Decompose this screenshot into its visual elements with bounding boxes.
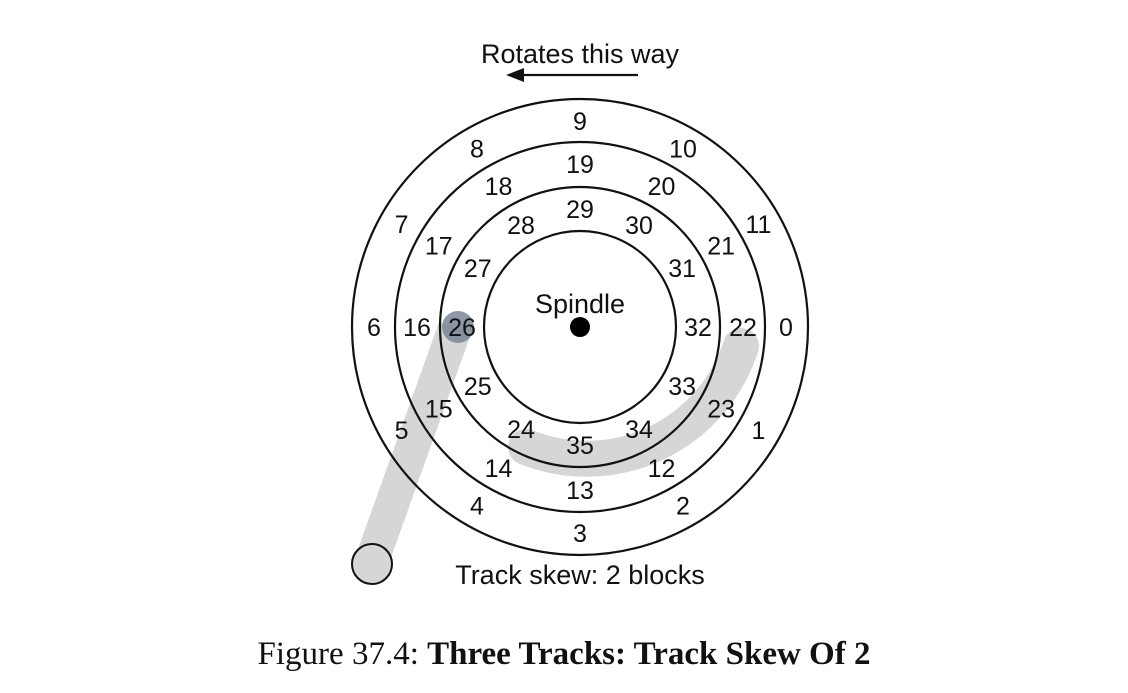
- sector-label: 21: [707, 233, 735, 261]
- figure-caption: Figure 37.4: Three Tracks: Track Skew Of…: [0, 636, 1128, 673]
- caption-title: Three Tracks: Track Skew Of 2: [427, 636, 871, 672]
- sector-label: 24: [507, 416, 535, 444]
- sector-label: 30: [625, 212, 653, 240]
- sector-label: 0: [779, 314, 793, 342]
- rotation-arrow-icon: [506, 68, 638, 82]
- track-outer-circle: [350, 97, 810, 557]
- skew-label: Track skew: 2 blocks: [455, 560, 705, 590]
- sector-label: 13: [566, 477, 594, 505]
- sector-label: 5: [395, 417, 409, 445]
- sector-label: 32: [684, 314, 712, 342]
- sector-label: 34: [625, 416, 653, 444]
- sector-label: 11: [745, 211, 771, 239]
- sector-label: 23: [707, 396, 735, 424]
- sector-label: 28: [507, 212, 535, 240]
- spindle-dot: [570, 317, 590, 337]
- sector-label: 9: [573, 108, 587, 136]
- sector-label: 33: [668, 373, 696, 401]
- sector-label: 29: [566, 196, 594, 224]
- track-inner-circle: [438, 185, 722, 469]
- sector-label: 25: [464, 373, 492, 401]
- sector-label: 19: [566, 151, 594, 179]
- sector-label: 18: [485, 173, 513, 201]
- sector-labels: 0123456789101122231213141516171819202132…: [367, 108, 793, 548]
- sector-label: 12: [648, 455, 676, 483]
- sector-label: 4: [470, 492, 484, 520]
- sector-label: 17: [425, 233, 453, 261]
- disk-head: [442, 311, 474, 343]
- sector-label: 35: [566, 432, 594, 460]
- sector-label: 14: [485, 455, 513, 483]
- track-middle-circle: [393, 140, 767, 514]
- sector-label: 2: [676, 492, 690, 520]
- sector-label: 7: [395, 211, 409, 239]
- arm-pivot: [351, 543, 393, 585]
- spindle-label: Spindle: [535, 289, 625, 319]
- caption-prefix: Figure 37.4:: [257, 636, 419, 672]
- sector-label: 15: [425, 396, 453, 424]
- skew-arc: [508, 328, 759, 477]
- sector-label: 10: [669, 136, 697, 164]
- sector-label: 6: [367, 314, 381, 342]
- sector-label: 1: [751, 417, 765, 445]
- sector-label: 27: [464, 255, 492, 283]
- sector-label: 20: [648, 173, 676, 201]
- sector-label: 8: [470, 136, 484, 164]
- sector-label: 16: [403, 314, 431, 342]
- spindle-circle: [482, 229, 678, 425]
- sector-label: 3: [573, 520, 587, 548]
- sector-label: 31: [668, 255, 696, 283]
- disk-arm: [354, 322, 472, 569]
- rotation-label: Rotates this way: [481, 39, 680, 69]
- sector-label: 26: [448, 314, 476, 342]
- sector-label: 22: [729, 314, 757, 342]
